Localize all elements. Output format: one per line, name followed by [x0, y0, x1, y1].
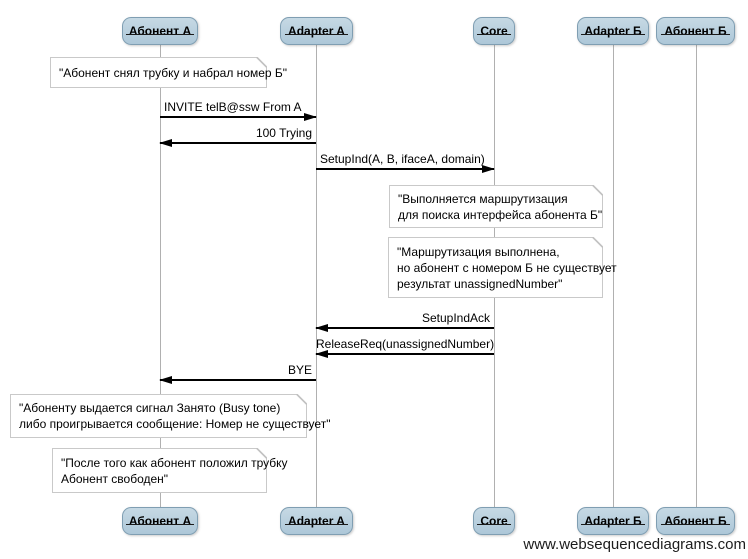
- message-line: [316, 353, 494, 355]
- actor-bottom-abonent-b: Абонент Б: [656, 507, 735, 535]
- message-invite: INVITE telB@ssw From A: [160, 98, 317, 121]
- actor-label: Core: [477, 24, 512, 38]
- note-subscriber-dialed: "Абонент снял трубку и набрал номер Б": [50, 57, 288, 88]
- message-label: INVITE telB@ssw From A: [164, 100, 302, 114]
- message-label: ReleaseReq(unassignedNumber): [316, 337, 495, 351]
- message-line: [160, 142, 316, 144]
- message-setupind: SetupInd(A, B, ifaceA, domain): [316, 150, 495, 173]
- arrowhead-left-icon: [159, 139, 172, 147]
- actor-label: Абонент А: [125, 24, 195, 38]
- note-text: результат unassignedNumber": [397, 276, 563, 291]
- actor-label: Adapter Б: [581, 24, 645, 38]
- message-100-trying: 100 Trying: [159, 124, 316, 147]
- message-releasereq: ReleaseReq(unassignedNumber): [315, 335, 495, 358]
- note-routing-in-progress: "Выполняется маршрутизация для поиска ин…: [389, 185, 603, 228]
- note-text: "Абонент снял трубку и набрал номер Б": [59, 65, 288, 80]
- note-subscriber-free: "После того как абонент положил трубку А…: [52, 448, 288, 493]
- message-label: BYE: [287, 363, 312, 377]
- lifeline-adapter-a: [315, 45, 317, 507]
- note-text: "После того как абонент положил трубку: [61, 455, 288, 470]
- actor-top-core: Core: [473, 17, 515, 45]
- actor-label: Adapter Б: [581, 514, 645, 528]
- actor-label: Абонент А: [125, 514, 195, 528]
- message-bye: BYE: [159, 361, 316, 384]
- actor-label: Adapter A: [285, 514, 348, 528]
- actor-top-adapter-b: Adapter Б: [577, 17, 649, 45]
- arrowhead-right-icon: [304, 113, 317, 121]
- actor-bottom-abonent-a: Абонент А: [122, 507, 198, 535]
- actor-bottom-adapter-b: Adapter Б: [577, 507, 649, 535]
- lifeline-abonent-b: [695, 45, 697, 507]
- message-line: [160, 116, 316, 118]
- arrowhead-left-icon: [159, 376, 172, 384]
- actor-top-adapter-a: Adapter A: [280, 17, 353, 45]
- arrowhead-left-icon: [315, 350, 328, 358]
- note-text: для поиска интерфейса абонента Б": [398, 207, 603, 222]
- actor-bottom-core: Core: [473, 507, 515, 535]
- message-setupindack: SetupIndAck: [315, 309, 494, 332]
- note-text: "Маршрутизация выполнена,: [397, 244, 560, 259]
- actor-label: Абонент Б: [661, 24, 730, 38]
- note-text: "Выполняется маршрутизация: [398, 191, 568, 206]
- message-label: SetupIndAck: [421, 311, 490, 325]
- message-label: 100 Trying: [255, 126, 312, 140]
- actor-bottom-adapter-a: Adapter A: [280, 507, 353, 535]
- actor-top-abonent-a: Абонент А: [122, 17, 198, 45]
- note-text: Абонент свободен": [61, 471, 169, 486]
- note-routing-done-unassigned: "Маршрутизация выполнена, но абонент с н…: [388, 237, 617, 298]
- watermark: www.websequencediagrams.com: [523, 536, 746, 553]
- actor-label: Adapter A: [285, 24, 348, 38]
- message-line: [316, 327, 494, 329]
- lifeline-adapter-b: [612, 45, 614, 507]
- note-text: либо проигрывается сообщение: Номер не с…: [19, 417, 331, 431]
- lifeline-abonent-a: [159, 45, 161, 507]
- arrowhead-left-icon: [315, 324, 328, 332]
- message-label: SetupInd(A, B, ifaceA, domain): [320, 152, 485, 166]
- actor-label: Core: [477, 514, 512, 528]
- actor-label: Абонент Б: [661, 514, 730, 528]
- note-busy-tone: "Абоненту выдается сигнал Занято (Busy t…: [10, 394, 331, 438]
- arrowhead-right-icon: [482, 165, 495, 173]
- note-text: но абонент с номером Б не существует: [397, 260, 617, 275]
- note-text: "Абоненту выдается сигнал Занято (Busy t…: [19, 401, 281, 415]
- message-line: [316, 168, 494, 170]
- actor-top-abonent-b: Абонент Б: [656, 17, 735, 45]
- message-line: [160, 379, 316, 381]
